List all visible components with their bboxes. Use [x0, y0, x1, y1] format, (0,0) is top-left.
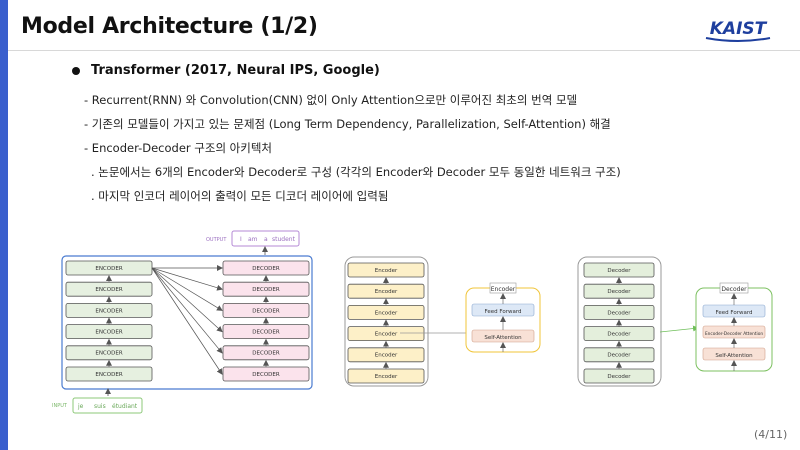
encoder-small-label: Encoder: [375, 289, 398, 295]
decoder-stack: DECODER DECODER DECODER DECODER DECODER DECOD…: [222, 260, 310, 382]
encoder-output-arrow: [151, 267, 223, 354]
encoder-label: ENCODER: [95, 351, 122, 357]
decoder-green-stack: DecoderDecoderDecoderDecoderDecoderDecod…: [583, 262, 655, 384]
encoder-output-arrow: [151, 267, 223, 375]
output-word: student: [272, 236, 296, 243]
dec-feed-forward-label: Feed Forward: [716, 310, 753, 316]
decoder-detail-title: Decoder: [721, 286, 747, 293]
encoder-label: ENCODER: [95, 330, 122, 336]
encoder-output-arrow: [151, 267, 223, 291]
encoder-decoder-connections: [151, 265, 223, 375]
text-line-5: . 마지막 인코더 레이어의 출력이 모든 디코더 레이어에 입력됨: [91, 189, 389, 203]
diagram-decoder-detail: DecoderDecoderDecoderDecoderDecoderDecod…: [577, 256, 773, 387]
output-word: I: [240, 236, 242, 243]
slide-title: Model Architecture (1/2): [21, 14, 318, 39]
page-number: (4/11): [754, 428, 788, 441]
encoder-small-label: Encoder: [375, 374, 398, 380]
decoder-small-block: [583, 368, 655, 384]
decoder-small-label: Decoder: [607, 332, 631, 338]
dec-self-attention-label: Self-Attention: [715, 353, 753, 359]
enc-dec-attention-label: Encoder-Decoder Attention: [705, 331, 763, 337]
feed-forward-label: Feed Forward: [485, 309, 522, 315]
output-word: am: [248, 236, 258, 243]
decoder-label: DECODER: [252, 266, 280, 272]
input-label: INPUT: [52, 403, 68, 409]
output-word: a: [264, 236, 268, 243]
encoder-small-label: Encoder: [375, 332, 398, 338]
decoder-small-label: Decoder: [607, 374, 631, 380]
encoder-small-label: Encoder: [375, 310, 398, 316]
decoder-small-label: Decoder: [607, 310, 631, 316]
encoder-label: ENCODER: [95, 372, 122, 378]
diagram-encoder-decoder: OUTPUT I am a student ENCODERENCODERENCO…: [52, 230, 313, 414]
decoder-label: DECODER: [252, 372, 280, 378]
main-bullet: Transformer (2017, Neural IPS, Google): [72, 63, 380, 78]
decoder-label: DECODER: [252, 351, 280, 357]
decoder-small-label: Decoder: [607, 289, 631, 295]
text-line-3: - Encoder-Decoder 구조의 아키텍처: [84, 141, 272, 155]
encoder-small-block: [347, 368, 425, 384]
input-word: étudiant: [112, 403, 138, 410]
input-box: [72, 397, 143, 414]
encoder-small-label: Encoder: [375, 268, 398, 274]
decoder-label: DECODER: [252, 330, 280, 336]
logo-text: KAIST: [710, 19, 768, 39]
diagram-encoder-detail: EncoderEncoderEncoderEncoderEncoderEncod…: [344, 256, 541, 387]
bullet-text: Transformer (2017, Neural IPS, Google): [91, 63, 380, 78]
encoder-stack: ENCODER ENCODER ENCODER ENCODER ENCODER ENCOD…: [65, 260, 153, 382]
encoder-label: ENCODER: [95, 266, 122, 272]
encoder-output-arrow: [151, 267, 223, 311]
input-word: je: [77, 403, 84, 410]
text-line-1: - Recurrent(RNN) 와 Convolution(CNN) 없이 O…: [84, 93, 578, 107]
decoder-label: DECODER: [252, 287, 280, 293]
title-divider: [8, 50, 800, 51]
accent-bar: [0, 0, 8, 450]
encoder-label: ENCODER: [95, 308, 122, 314]
output-label: OUTPUT: [206, 237, 227, 243]
text-line-2: - 기존의 모델들이 가지고 있는 문제점 (Long Term Depende…: [84, 117, 611, 131]
encoder-label: ENCODER: [95, 287, 122, 293]
bullet-dot: [72, 66, 80, 75]
self-attention-label: Self-Attention: [484, 335, 522, 341]
encoder-output-arrow: [151, 267, 223, 333]
decoder-label: DECODER: [252, 308, 280, 314]
decoder-block: [222, 366, 310, 382]
text-line-4: . 논문에서는 6개의 Encoder와 Decoder로 구성 (각각의 En…: [91, 165, 621, 179]
encoder-block: [65, 366, 153, 382]
kaist-logo: KAIST: [705, 19, 771, 42]
decoder-small-label: Decoder: [607, 268, 631, 274]
encoder-yellow-stack: EncoderEncoderEncoderEncoderEncoderEncod…: [347, 262, 425, 384]
input-word: suis: [94, 403, 106, 410]
encoder-detail-title: Encoder: [491, 286, 516, 293]
encoder-small-label: Encoder: [375, 353, 398, 359]
decoder-small-label: Decoder: [607, 353, 631, 359]
